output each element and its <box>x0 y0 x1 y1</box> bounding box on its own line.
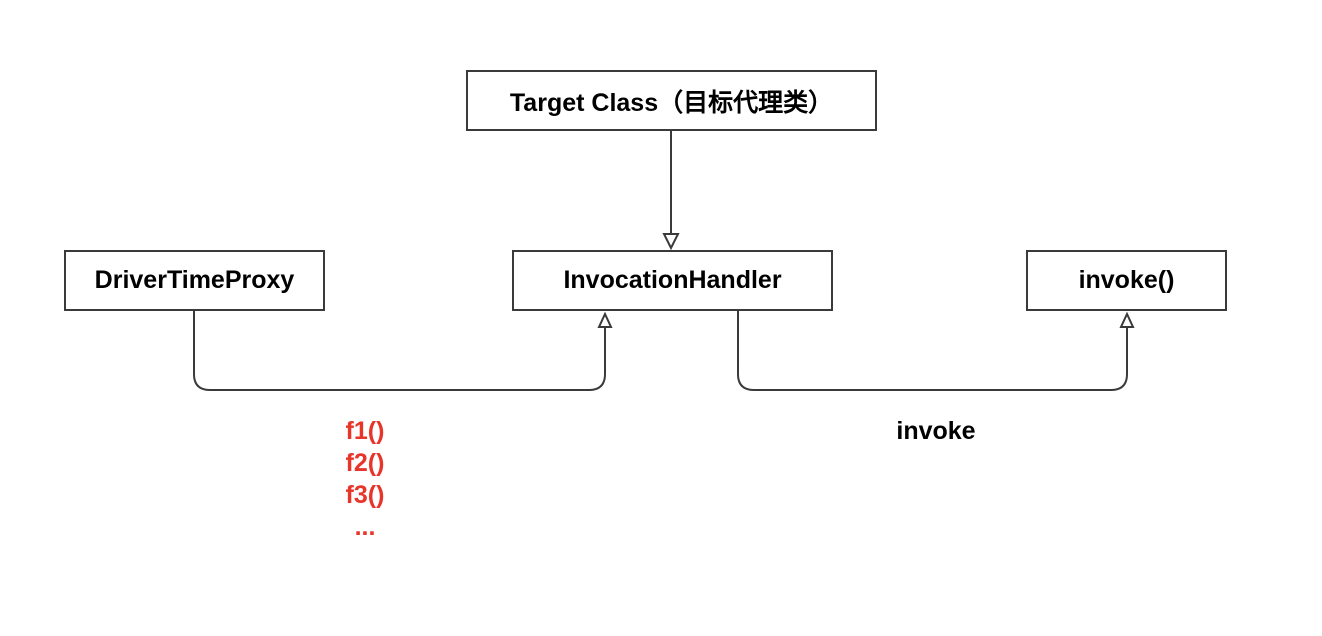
driver-time-proxy-label: DriverTimeProxy <box>94 266 295 294</box>
edge-handler-to-invoke <box>737 311 1128 391</box>
arrowhead-target-to-handler <box>662 233 680 251</box>
arrowhead-proxy-to-handler <box>597 311 613 328</box>
invoke-method-box: invoke() <box>1026 250 1227 311</box>
method-ellipsis-label: ... <box>354 513 376 541</box>
invocation-handler-label: InvocationHandler <box>563 266 782 294</box>
method-f2-label: f2() <box>345 449 385 477</box>
method-f3-label: f3() <box>345 481 385 509</box>
invoke-method-label: invoke() <box>1078 266 1175 294</box>
method-f1-label: f1() <box>345 417 385 445</box>
edge-proxy-to-handler <box>193 311 606 391</box>
target-class-label: Target Class（目标代理类） <box>509 88 834 117</box>
driver-time-proxy-box: DriverTimeProxy <box>64 250 325 311</box>
invoke-edge-label: invoke <box>896 417 976 445</box>
target-class-box: Target Class（目标代理类） <box>466 70 877 131</box>
proxy-methods-list: f1() f2() f3() ... <box>290 415 440 543</box>
arrowhead-handler-to-invoke <box>1119 311 1135 328</box>
invocation-handler-box: InvocationHandler <box>512 250 833 311</box>
